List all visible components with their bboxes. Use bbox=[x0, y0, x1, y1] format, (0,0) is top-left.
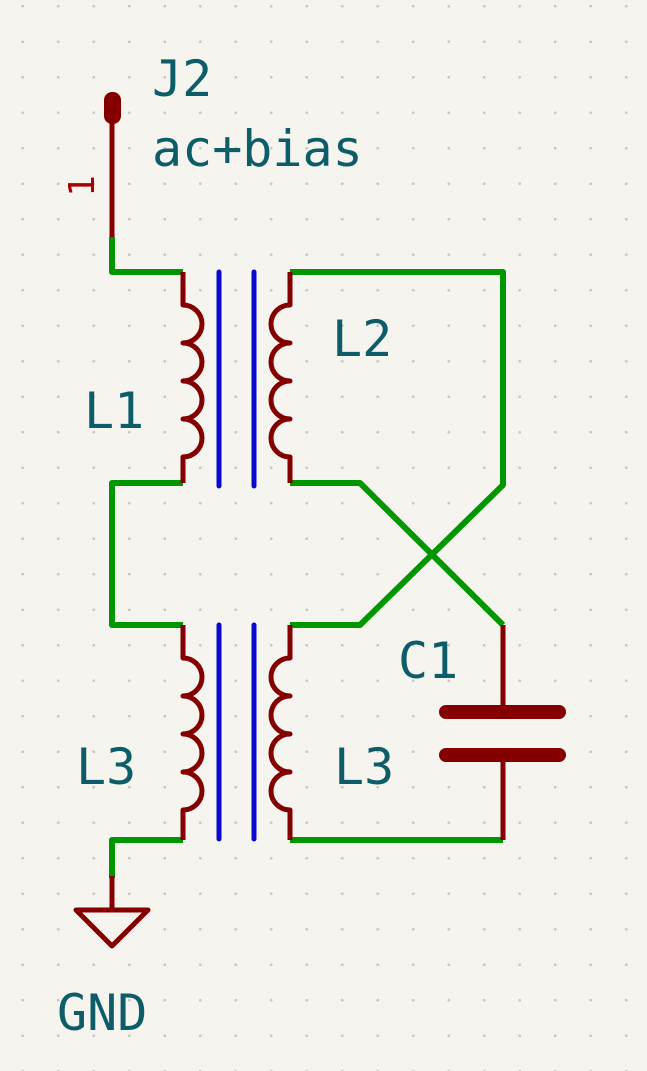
ref-l3-primary[interactable]: L3 bbox=[76, 738, 137, 796]
coil-l3-primary[interactable] bbox=[180, 625, 205, 840]
coil-l1[interactable] bbox=[180, 272, 205, 483]
coil-l2[interactable] bbox=[268, 272, 293, 483]
wire-l3-bottom-to-gnd[interactable] bbox=[109, 837, 183, 878]
ground-symbol[interactable] bbox=[73, 876, 151, 949]
transformer-top-symbol[interactable] bbox=[180, 269, 293, 489]
coil-l3-secondary[interactable] bbox=[268, 625, 293, 840]
ref-l3-secondary[interactable]: L3 bbox=[334, 738, 395, 796]
wire-l2-top-loop-cross[interactable] bbox=[290, 269, 506, 628]
connector-j2-symbol[interactable] bbox=[104, 92, 121, 238]
ref-l1[interactable]: L1 bbox=[84, 382, 145, 440]
wire-l2-bottom-to-c1-cross[interactable] bbox=[290, 480, 506, 628]
pin-number-1: 1 bbox=[61, 175, 103, 197]
connector-pin-body[interactable] bbox=[104, 92, 121, 124]
ref-l2[interactable]: L2 bbox=[332, 310, 393, 368]
ref-c1[interactable]: C1 bbox=[398, 632, 459, 690]
wire-j2-to-l1-top[interactable] bbox=[109, 237, 183, 275]
transformer-bottom-symbol[interactable] bbox=[180, 622, 293, 842]
gnd-label[interactable]: GND bbox=[57, 984, 148, 1042]
ground-triangle[interactable] bbox=[73, 907, 151, 949]
wire-l1-bottom-to-l3-top[interactable] bbox=[109, 480, 183, 628]
ref-j2[interactable]: J2 bbox=[152, 50, 213, 108]
capacitor-c1-symbol[interactable] bbox=[439, 625, 566, 840]
value-ac-bias[interactable]: ac+bias bbox=[152, 120, 363, 178]
